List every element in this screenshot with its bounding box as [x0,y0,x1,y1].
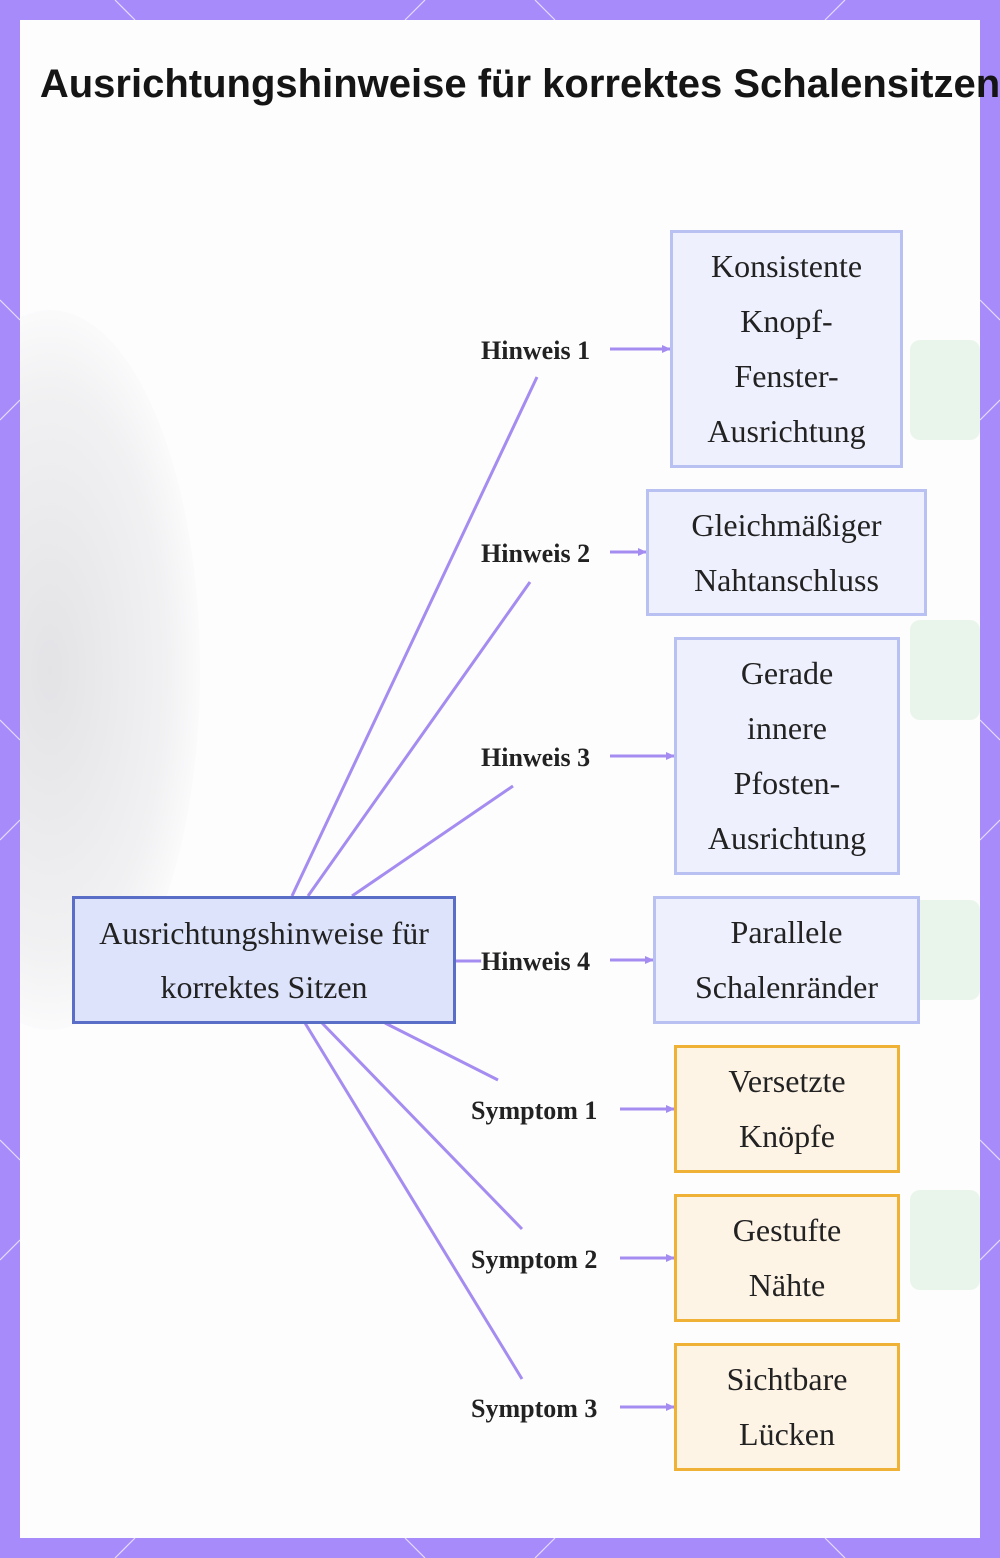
edge-symptom-2 [320,1021,524,1231]
background-check-icon [910,340,980,440]
edge-hinweis-3 [351,784,514,898]
diagram-title: Ausrichtungshinweise für korrektes Schal… [39,62,1000,106]
edge-label-hinweis-4: Hinweis 4 [481,947,591,977]
root-node-label: Ausrichtungshinweise für korrektes Sitze… [99,915,429,1005]
background-check-icon [910,1190,980,1290]
edge-symptom-1 [384,1021,499,1082]
hint-node-4: Parallele Schalenränder [653,896,920,1024]
hint-node-3-label: Gerade innere Pfosten-Ausrichtung [707,655,867,856]
background-check-icon [910,900,980,1000]
symptom-node-2: Gestufte Nähte [674,1194,900,1322]
edge-label-hinweis-2: Hinweis 2 [481,539,591,569]
symptom-node-3-label: Sichtbare Lücken [726,1361,848,1452]
hint-node-1-label: Konsistente Knopf-Fenster-Ausrichtung [707,248,866,449]
hint-node-2: Gleichmäßiger Nahtanschluss [646,489,927,616]
edge-label-hinweis-1: Hinweis 1 [481,336,591,366]
root-node: Ausrichtungshinweise für korrektes Sitze… [72,896,456,1024]
hint-node-4-label: Parallele Schalenränder [694,914,878,1005]
edge-hinweis-1 [290,376,539,897]
symptom-node-2-label: Gestufte Nähte [732,1212,842,1303]
background-check-icon [910,620,980,720]
symptom-node-1: Versetzte Knöpfe [674,1045,900,1173]
edge-hinweis-2 [306,581,532,897]
edge-label-hinweis-3: Hinweis 3 [481,743,591,773]
hint-node-1: Konsistente Knopf-Fenster-Ausrichtung [670,230,903,468]
symptom-node-3: Sichtbare Lücken [674,1343,900,1471]
edge-label-symptom-2: Symptom 2 [471,1245,598,1275]
edge-label-symptom-1: Symptom 1 [471,1096,598,1126]
hint-node-2-label: Gleichmäßiger Nahtanschluss [691,506,882,598]
hint-node-3: Gerade innere Pfosten-Ausrichtung [674,637,900,875]
symptom-node-1-label: Versetzte Knöpfe [728,1063,846,1154]
edge-label-symptom-3: Symptom 3 [471,1394,598,1424]
edge-symptom-3 [303,1022,524,1380]
